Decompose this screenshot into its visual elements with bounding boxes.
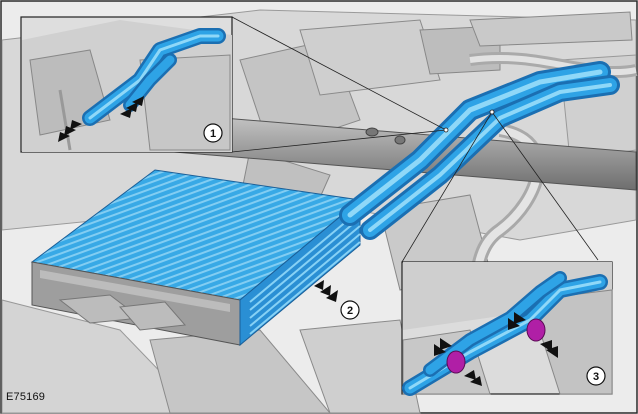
arrow-icon: [314, 280, 338, 302]
callout-2: 2: [340, 300, 360, 320]
arrow-icon: [58, 96, 144, 142]
callout-1-label: 1: [210, 128, 216, 140]
arrow-icon: [434, 312, 558, 386]
heater-core: [30, 169, 362, 347]
heater-tubes: [339, 61, 620, 240]
inset-3: 3: [401, 261, 613, 396]
callout-2-label: 2: [347, 305, 353, 317]
callout-3-label: 3: [593, 371, 599, 383]
figure-code: E75169: [6, 391, 46, 403]
leader-lines: [231, 16, 599, 263]
inset-1: 1: [20, 16, 233, 153]
clip-magenta-lower: [446, 350, 466, 374]
clip-magenta-upper: [526, 318, 546, 342]
